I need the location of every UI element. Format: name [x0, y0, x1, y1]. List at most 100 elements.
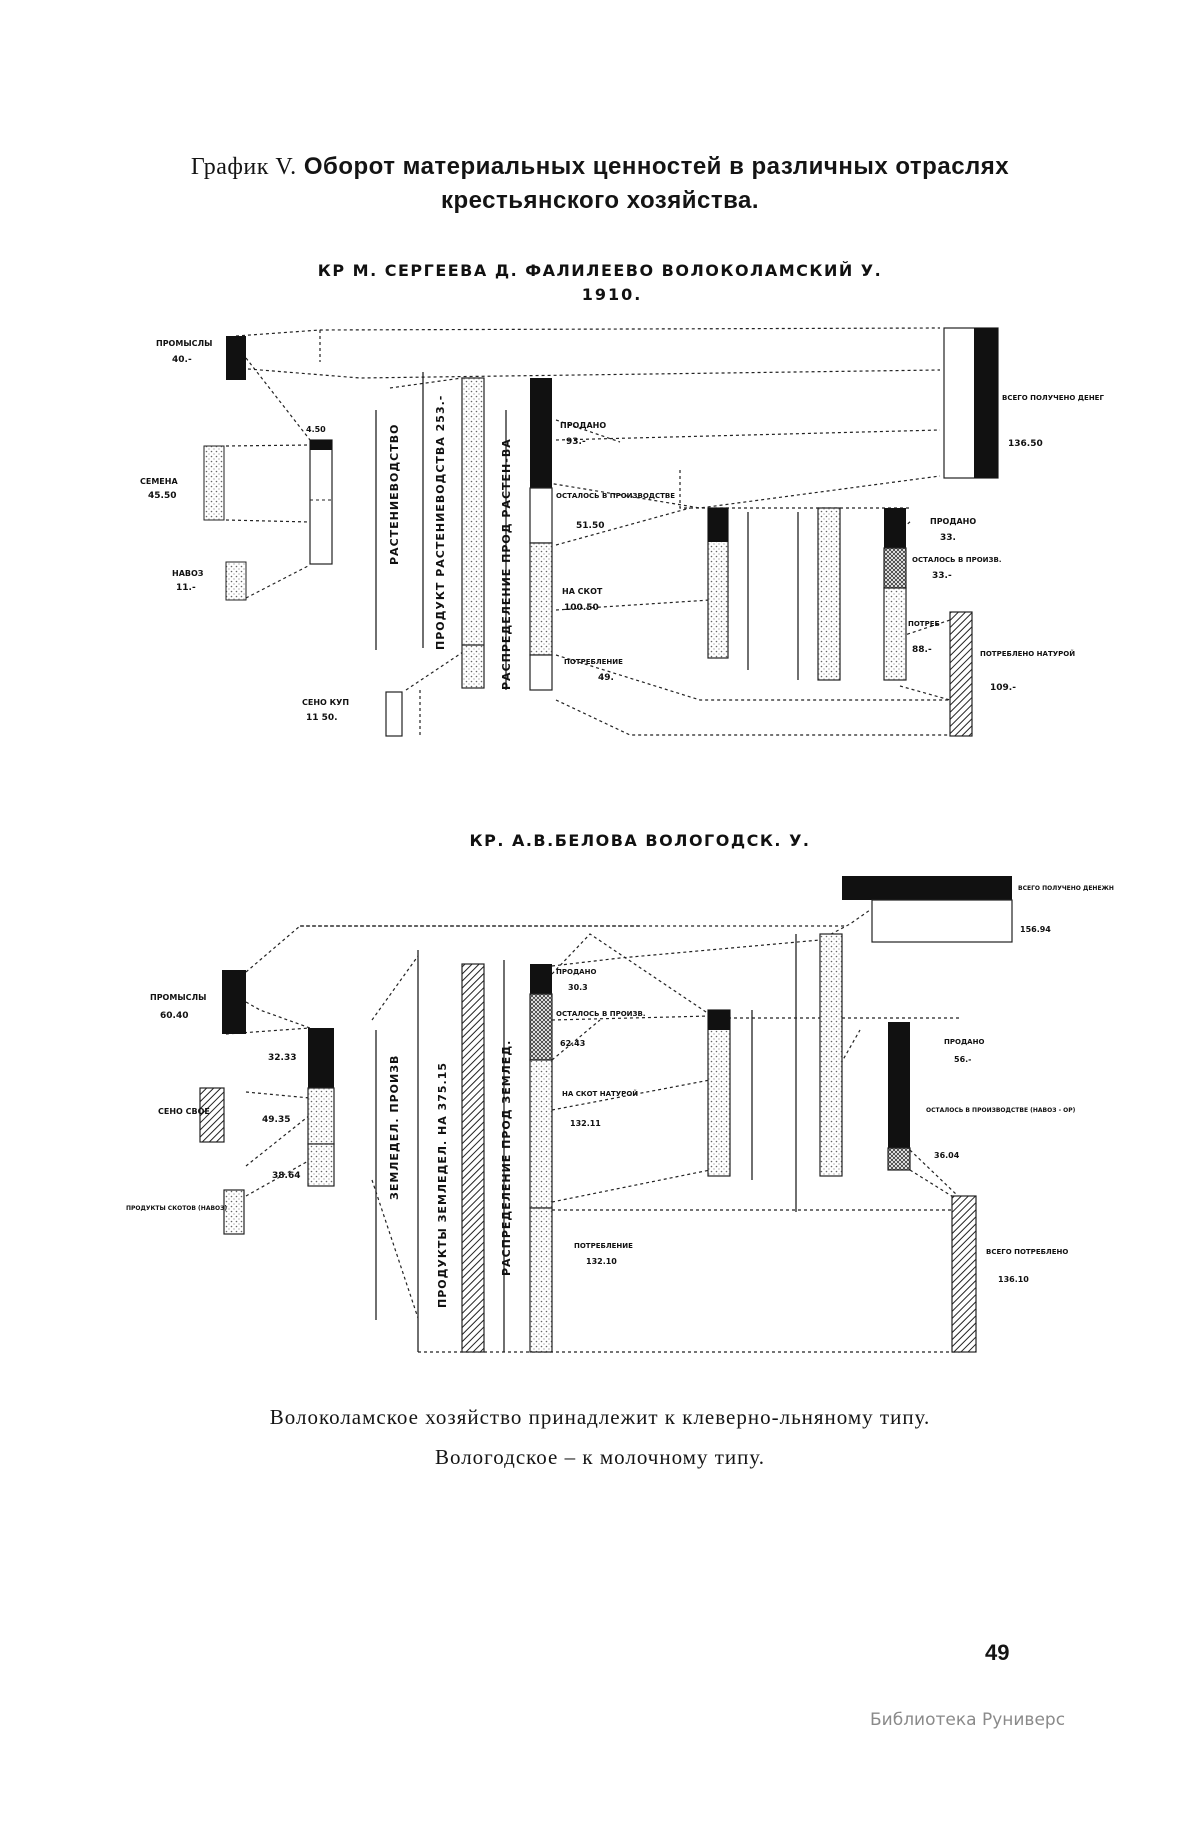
page-number: 49 — [985, 1640, 1010, 1665]
title-line2: крестьянского хозяйства. — [440, 187, 760, 214]
chart2-val-vsego: 156.94 — [1020, 925, 1051, 934]
chart2-label-prodano2: ПРОДАНО — [944, 1038, 984, 1046]
chart1-val-prodano: 93.- — [566, 437, 586, 447]
chart2-col-animal-c — [888, 1022, 910, 1170]
chart1-col-naskot — [529, 542, 553, 656]
chart1-label-vsego: ВСЕГО ПОЛУЧЕНО ДЕНЕГ — [1002, 394, 1104, 402]
chart1-label-potrebl: ПОТРЕБЛЕНИЕ — [564, 658, 623, 666]
chart2-bar-vsego-deneg — [842, 876, 1012, 900]
chart-title: График V. Оборот материальных ценностей … — [120, 150, 1080, 218]
chart1-bar-promysly — [226, 336, 246, 380]
chart2-col-a-top — [308, 1028, 334, 1088]
chart2-vlabel-zemled: ЗЕМЛЕДЕЛ. ПРОИЗВ — [388, 1055, 401, 1200]
chart2-label-ostalos2: ОСТАЛОСЬ В ПРОИЗВОДСТВЕ (НАВОЗ - ОР) — [926, 1107, 1076, 1114]
chart1-vlabel-raspred: РАСПРЕДЕЛЕНИЕ ПРОД РАСТЕН-ВА — [500, 438, 513, 690]
chart1-val-potrebl: 49. — [598, 673, 614, 683]
chart1-val-ostalos: 51.50 — [576, 521, 604, 531]
chart2-val-promysly: 60.40 — [160, 1011, 188, 1021]
chart2-col-a-mid — [307, 1087, 335, 1145]
chart1-label-ostalos: ОСТАЛОСЬ В ПРОИЗВОДСТВЕ — [556, 492, 675, 500]
chart1-val-ostalos2: 33.- — [932, 571, 952, 581]
chart1-label-prodano2: ПРОДАНО — [930, 517, 976, 526]
chart1-label-promysly: ПРОМЫСЛЫ — [156, 339, 212, 348]
chart1-vlabel-produkt: ПРОДУКТ РАСТЕНИЕВОДСТВА 253.- — [434, 395, 447, 650]
chart1-val-prodano2: 33. — [940, 533, 956, 543]
title-line1: Оборот материальных ценностей в различны… — [303, 153, 1010, 180]
chart1-flow-lines — [225, 327, 951, 736]
chart2-col-animal-a-top — [708, 1010, 730, 1030]
chart2-col-prodano — [530, 964, 552, 994]
chart2-vlabel-raspred: РАСПРЕДЕЛЕНИЕ ПРОД ЗЕМЛЕД. — [500, 1040, 513, 1276]
chart1-val-navoz: 11.- — [176, 583, 196, 593]
chart2-col-a-bot — [307, 1143, 335, 1187]
chart1-label-navoz: НАВОЗ — [172, 569, 204, 578]
chart1-col-prodano — [530, 378, 552, 488]
chart2-val3: 38.64 — [272, 1171, 300, 1181]
chart1-heading: КР М. СЕРГЕЕВА Д. ФАЛИЛЕЕВО ВОЛОКОЛАМСКИ… — [318, 261, 882, 280]
chart1-label-semena: СЕМЕНА — [140, 477, 178, 486]
chart1-label-seno: СЕНО КУП — [302, 698, 349, 707]
chart1-vlabel-rast: РАСТЕНИЕВОДСТВО — [388, 424, 401, 565]
chart1-label-potreb2: ПОТРЕБ — [908, 620, 940, 628]
chart1-col-product — [461, 377, 485, 689]
chart1-col-rast-top — [310, 440, 332, 450]
chart2-col-animal-a — [707, 1009, 731, 1177]
chart1-val-naskot: 100.50 — [564, 603, 599, 613]
chart2-label-navoz: ПРОДУКТЫ СКОТОВ (НАВОЗ) — [126, 1205, 227, 1212]
chart2-col-product — [461, 963, 485, 1353]
chart2-label-vsego: ВСЕГО ПОЛУЧЕНО ДЕНЕЖН — [1018, 885, 1114, 892]
library-watermark: Библиотека Руниверс — [870, 1710, 1066, 1730]
chart2-heading: КР. А.В.БЕЛОВА ВОЛОГОДСК. У. — [470, 831, 811, 850]
chart1-bar-seno — [385, 691, 403, 737]
chart2-val1: 32.33 — [268, 1053, 296, 1063]
chart1-col-animal-a-top — [708, 508, 728, 542]
chart2-bar-promysly — [222, 970, 246, 1034]
chart1-val-seno: 11 50. — [306, 713, 338, 723]
chart2-label-potrebl: ПОТРЕБЛЕНИЕ — [574, 1242, 633, 1250]
chart2-label-vsego-potr: ВСЕГО ПОТРЕБЛЕНО — [986, 1248, 1068, 1256]
chart1-col-animal-b — [817, 507, 841, 681]
chart1-val-semena: 45.50 — [148, 491, 176, 501]
chart2-val-ostalos: 62.43 — [560, 1039, 585, 1048]
chart1-col-ostalos — [529, 487, 553, 544]
chart2-bar-seno — [199, 1087, 225, 1143]
chart2-label-naskot: НА СКОТ НАТУРОЙ — [562, 1089, 638, 1098]
chart2-col-potrebl — [529, 1207, 553, 1353]
title-lead: График V. — [190, 154, 297, 180]
chart1-val-small: 4.50 — [306, 425, 326, 434]
chart2-label-seno: СЕНО СВОЕ — [158, 1107, 210, 1116]
chart1-col-rast — [309, 439, 333, 565]
chart1-val-potreb2: 88.- — [912, 645, 932, 655]
chart1-label-prodano: ПРОДАНО — [560, 421, 606, 430]
chart2-bar-vsego-frame — [871, 899, 1013, 943]
chart2: КР. А.В.БЕЛОВА ВОЛОГОДСК. У. — [126, 831, 1114, 1353]
chart1-val-vsego: 136.50 — [1008, 439, 1043, 449]
chart1-bar-navoz — [225, 561, 247, 601]
chart1-label-ostalos2: ОСТАЛОСЬ В ПРОИЗВ. — [912, 556, 1002, 564]
chart2-val-naskot: 132.11 — [570, 1119, 601, 1128]
caption-line1: Волоколамское хозяйство принадлежит к кл… — [269, 1405, 931, 1429]
chart2-bar-vsego-potr — [951, 1195, 977, 1353]
chart1-label-natura: ПОТРЕБЛЕНО НАТУРОЙ — [980, 649, 1075, 658]
chart2-label-ostalos: ОСТАЛОСЬ В ПРОИЗВ. — [556, 1010, 646, 1018]
chart1-bar-vsego-deneg — [974, 328, 998, 478]
chart2-val-prodano: 30.3 — [568, 983, 588, 992]
chart2-val-vsego-potr: 136.10 — [998, 1275, 1029, 1284]
chart1-val-promysly: 40.- — [172, 355, 192, 365]
caption-line2: Вологодское – к молочному типу. — [434, 1445, 766, 1469]
chart1-col-potrebl — [529, 654, 553, 691]
chart1-label-naskot: НА СКОТ — [562, 587, 603, 596]
chart2-vlabel-produkt: ПРОДУКТЫ ЗЕМЛЕДЕЛ. НА 375.15 — [436, 1062, 449, 1308]
chart1-year: 1910. — [582, 285, 643, 304]
chart1-bar-natura — [949, 611, 973, 737]
chart2-col-animal-b — [819, 933, 843, 1177]
chart1-col-animal-c-top — [884, 508, 906, 548]
chart2-flow-lines — [225, 879, 961, 1353]
chart1-col-animal-c-bot — [883, 587, 907, 681]
chart1-col-animal-c-mid — [883, 547, 907, 589]
chart2-col-naskot — [529, 1059, 553, 1209]
chart2-val-ostalos2: 36.04 — [934, 1151, 960, 1160]
chart2-label-promysly: ПРОМЫСЛЫ — [150, 993, 206, 1002]
chart2-val2: 49.35 — [262, 1115, 290, 1125]
